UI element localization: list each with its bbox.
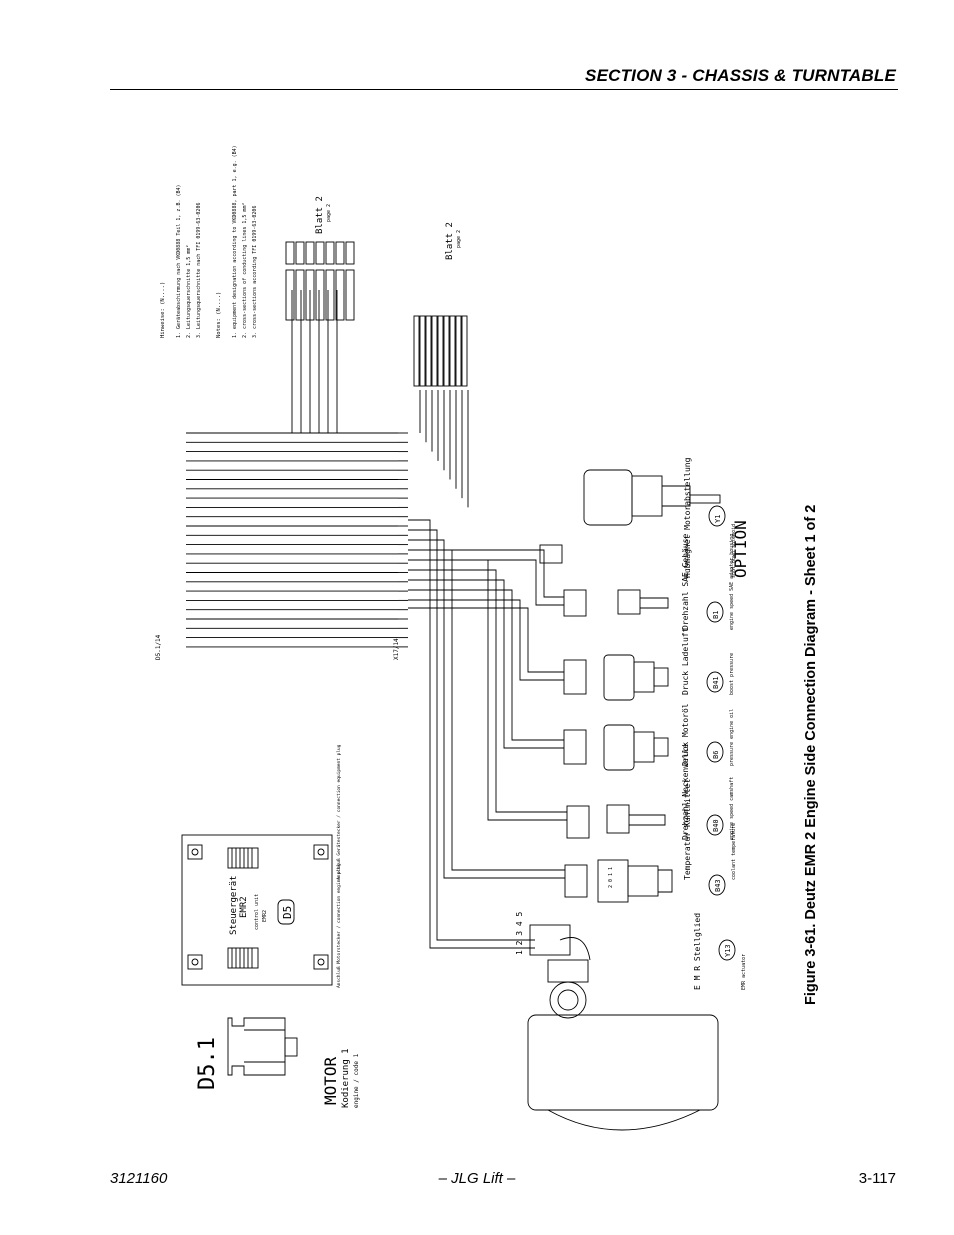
component-b6-id: B6: [712, 751, 720, 759]
component-b43-id-badge: [708, 874, 726, 896]
actuator-pin-numbers: 1 2 3 4 5: [515, 911, 524, 955]
component-y1-id-badge: [708, 505, 726, 527]
notes-line-en-2: 2. cross-sections of conducting lines 1,…: [242, 203, 248, 338]
component-b40-name-en: engine speed camshaft: [729, 777, 735, 840]
control-unit-id: D5: [281, 906, 294, 919]
component-b43-name-en: coolant temperature: [731, 823, 737, 880]
component-b41-name-en: boost pressure: [729, 653, 735, 695]
sheet-ref-1: Blatt 2: [315, 196, 325, 234]
notes-heading-en: Notes: (N....): [216, 292, 222, 338]
header-divider: [110, 89, 898, 90]
left-connector-label: D5.1/14: [155, 634, 162, 660]
component-b40-name: Drehzahl Nockenwelle: [681, 743, 690, 840]
component-y1-name-en: shut down solenoid: [731, 524, 737, 578]
svg-text:2 0 1 1: 2 0 1 1: [608, 867, 614, 888]
figure-caption: Figure 3-61. Deutz EMR 2 Engine Side Con…: [803, 504, 819, 1005]
camshaft-sensor: [566, 804, 666, 839]
component-b1-name-en: engine speed SAE adapter housing: [729, 534, 735, 630]
sheet-ref-2-en: page 2: [456, 230, 462, 248]
notes-line-en-1: 1. equipment designation according to VK…: [232, 145, 238, 338]
component-y1-name: Hubmagnet Motorabstellung: [683, 457, 692, 578]
control-unit-title: Steuergerät: [229, 875, 239, 935]
doc-number: 3121160: [110, 1170, 168, 1187]
control-unit-sub: control unit: [254, 894, 260, 930]
option-label: OPTION: [731, 520, 750, 578]
notes-line-de-3: 3. Leitungsquerschnitte nach TFI 0199-63…: [196, 203, 202, 338]
notes-line-en-3: 3. cross-sections according TFI 0199-63-…: [252, 206, 258, 338]
engine-plug-label: Anschluß Motorstecker / connection engin…: [336, 863, 342, 988]
component-b1-id: B1: [712, 611, 720, 619]
component-y13-name-en: EMR actuator: [741, 954, 747, 990]
component-b41-name: Druck Ladeluft: [681, 627, 690, 695]
coolant-sensor: 2 0 1 1: [564, 859, 673, 903]
component-b6-name-en: pressure engine oil: [729, 709, 735, 766]
x17-connector-label: X17/14: [393, 638, 400, 660]
motor-title: MOTOR: [321, 1056, 340, 1105]
motor-coding: Kodierung 1: [341, 1048, 351, 1108]
component-y1-id: Y1: [714, 515, 722, 523]
publisher-name: – JLG Lift –: [438, 1170, 516, 1187]
component-y13-name: E M R Stellglied: [693, 913, 702, 990]
component-b41-id-badge: [706, 671, 724, 693]
shutdown-solenoid: [539, 469, 721, 564]
sheet-ref-1-en: page 2: [326, 204, 332, 222]
component-b1-name: Drehzahl SAE-Gehäuse: [681, 533, 690, 630]
engine-speed-sensor: [563, 589, 669, 617]
component-b43-id: B43: [714, 879, 722, 892]
page-number: 3-117: [858, 1170, 896, 1187]
component-b1-id-badge: [706, 601, 724, 623]
boost-pressure-sensor: [563, 654, 669, 701]
motor-coding-en: engine / code 1: [353, 1053, 360, 1108]
component-b43-name: Temperatur Kühlmittel: [683, 779, 692, 880]
component-b6-id-badge: [706, 741, 724, 763]
harness-lines: [186, 290, 567, 949]
component-b41-id: B41: [712, 676, 720, 689]
motor-connector-label: D5.1: [195, 1037, 220, 1090]
component-b6-name: Druck Motoröl: [681, 703, 690, 766]
notes-line-de-2: 2. Leitungsquerschnitte 1,5 mm²: [186, 245, 192, 338]
notes-heading-de: Hinweise: (N....): [160, 282, 166, 338]
sheet-ref-2: Blatt 2: [445, 222, 455, 260]
emr-actuator: [527, 924, 719, 1131]
component-b40-id-badge: [706, 814, 724, 836]
control-unit-sub2: EMR2: [262, 910, 268, 922]
component-b40-id: B40: [712, 819, 720, 832]
notes-line-de-1: 1. Geräteabschirmung nach VKD0888 Teil 1…: [176, 184, 182, 338]
component-y13-id-badge: [718, 939, 736, 961]
section-title: SECTION 3 - CHASSIS & TURNTABLE: [585, 66, 896, 85]
equipment-plug-label: Anschluß Gerätestecker / connection equi…: [336, 744, 342, 880]
oil-pressure-sensor: [563, 724, 669, 771]
upper-connector-flags: [285, 241, 355, 321]
control-unit-model: EMR2: [239, 896, 249, 918]
component-y13-id: Y13: [724, 944, 732, 957]
